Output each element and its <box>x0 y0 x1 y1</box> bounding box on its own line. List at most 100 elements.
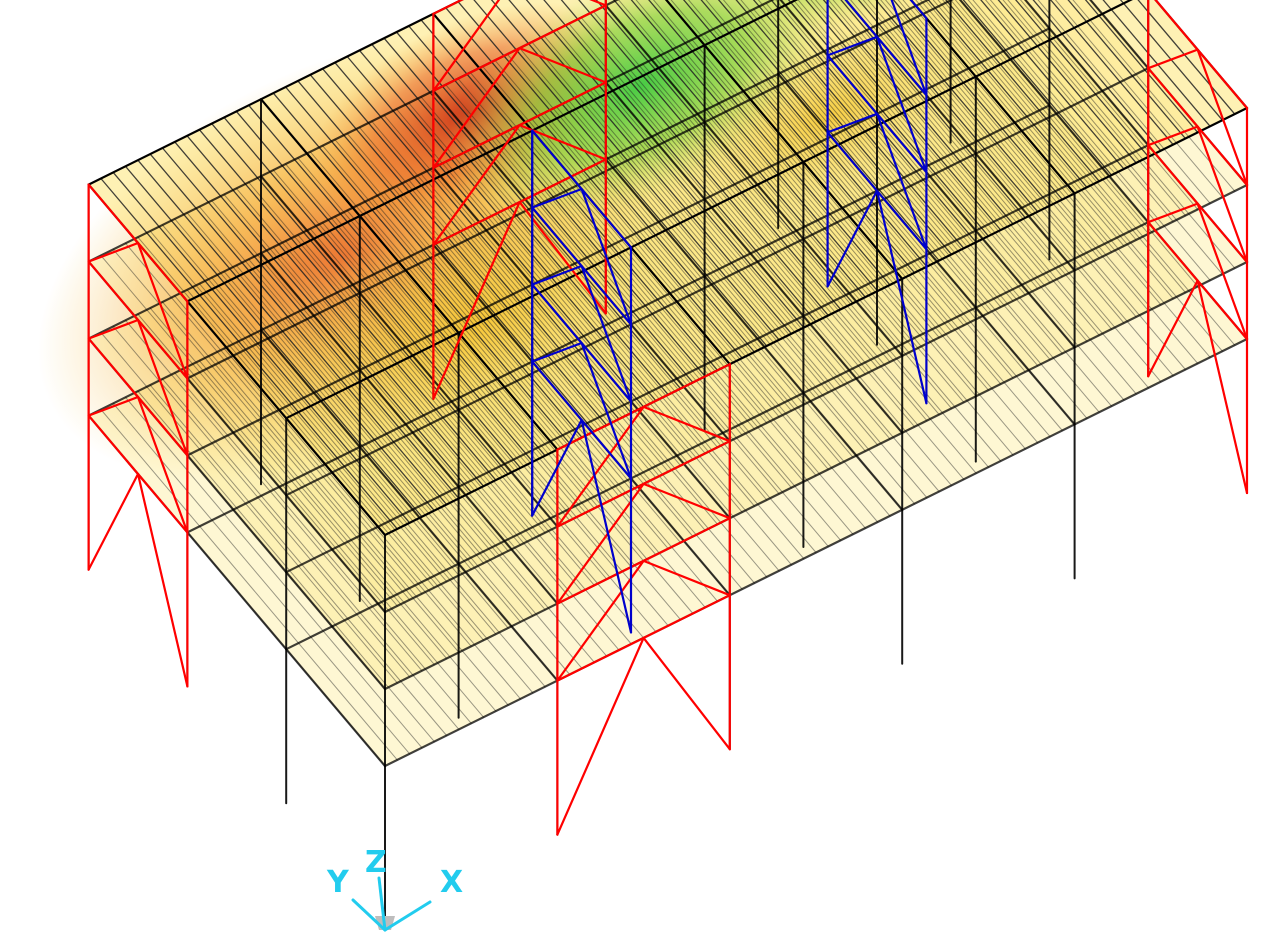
perimeter-brace <box>432 46 521 169</box>
joist <box>186 366 484 718</box>
perimeter-brace <box>642 636 731 751</box>
joist <box>519 124 817 476</box>
joist <box>897 0 1112 253</box>
joist <box>997 0 1137 164</box>
joist <box>568 23 866 375</box>
joist <box>989 0 1223 275</box>
perimeter-brace <box>1147 279 1199 378</box>
joist <box>578 0 842 310</box>
joist <box>888 18 1186 370</box>
joist <box>753 85 1051 438</box>
girder <box>604 158 904 511</box>
joist <box>679 122 977 474</box>
perimeter-brace <box>136 318 189 457</box>
joist <box>100 255 398 607</box>
interior-brace <box>580 264 633 403</box>
joist <box>346 210 645 562</box>
joist <box>703 110 1002 462</box>
joist <box>805 0 1002 231</box>
interior-brace <box>531 129 633 249</box>
joist <box>613 0 866 298</box>
perimeter-brace <box>556 405 645 528</box>
girder <box>186 0 954 380</box>
girder <box>259 252 559 605</box>
joist <box>902 0 1162 306</box>
girder <box>604 4 904 357</box>
perimeter-brace <box>87 395 140 417</box>
girder <box>259 98 559 451</box>
joist <box>814 55 1112 407</box>
perimeter-brace <box>518 123 607 161</box>
joist <box>285 240 583 592</box>
x-axis-arrow <box>383 900 432 932</box>
joist <box>235 187 534 540</box>
joist <box>593 11 891 363</box>
joist <box>469 226 768 578</box>
joist <box>560 0 829 317</box>
interior-brace <box>826 131 928 251</box>
joist <box>137 236 435 589</box>
joist <box>863 30 1162 383</box>
girder <box>383 260 1249 691</box>
joist <box>125 396 423 749</box>
joist <box>525 0 805 329</box>
joist <box>1037 0 1211 204</box>
joist <box>469 72 768 424</box>
joist <box>297 157 595 509</box>
girder <box>186 27 1051 457</box>
joist <box>445 7 743 359</box>
perimeter-brace <box>87 260 189 380</box>
joist <box>321 68 620 420</box>
joist <box>235 264 534 617</box>
axis-triad: XYZ <box>326 845 463 932</box>
joist <box>740 91 1039 444</box>
joist <box>716 27 1014 379</box>
joist <box>100 332 398 684</box>
joist <box>420 19 719 371</box>
joist <box>371 43 669 396</box>
joist <box>687 0 965 326</box>
joist <box>285 317 583 669</box>
joist <box>927 0 1088 188</box>
perimeter-brace <box>1147 67 1249 187</box>
joist <box>186 212 484 564</box>
joist <box>919 0 1174 300</box>
perimeter-brace <box>432 0 501 92</box>
interior-brace <box>875 112 928 251</box>
joist <box>490 0 780 341</box>
joist <box>396 185 694 537</box>
joist <box>851 36 1149 389</box>
perimeter-brace <box>432 201 521 400</box>
joist <box>124 165 423 518</box>
girder <box>604 81 904 434</box>
joist <box>531 195 829 547</box>
joist <box>1002 0 1186 216</box>
joist <box>629 69 928 422</box>
joist <box>519 47 817 399</box>
joist <box>531 41 829 393</box>
joist <box>473 0 768 347</box>
perimeter-brace <box>642 405 731 443</box>
joist <box>822 0 1014 225</box>
joist <box>832 0 1112 330</box>
joist <box>740 14 1039 367</box>
joist <box>162 378 460 730</box>
joist <box>506 207 805 560</box>
joist <box>322 299 620 651</box>
joist <box>297 80 595 432</box>
z-axis-label: Z <box>365 845 387 880</box>
z-axis-arrow <box>377 876 387 932</box>
joist <box>322 145 620 497</box>
joist <box>862 0 1088 265</box>
joist <box>223 194 521 546</box>
perimeter-brace <box>136 395 189 534</box>
perimeter-brace <box>432 158 607 246</box>
joist <box>519 201 817 553</box>
joist <box>322 222 620 574</box>
interior-brace <box>531 360 633 480</box>
joist <box>543 112 842 464</box>
girder <box>87 0 464 186</box>
joist <box>198 283 497 635</box>
